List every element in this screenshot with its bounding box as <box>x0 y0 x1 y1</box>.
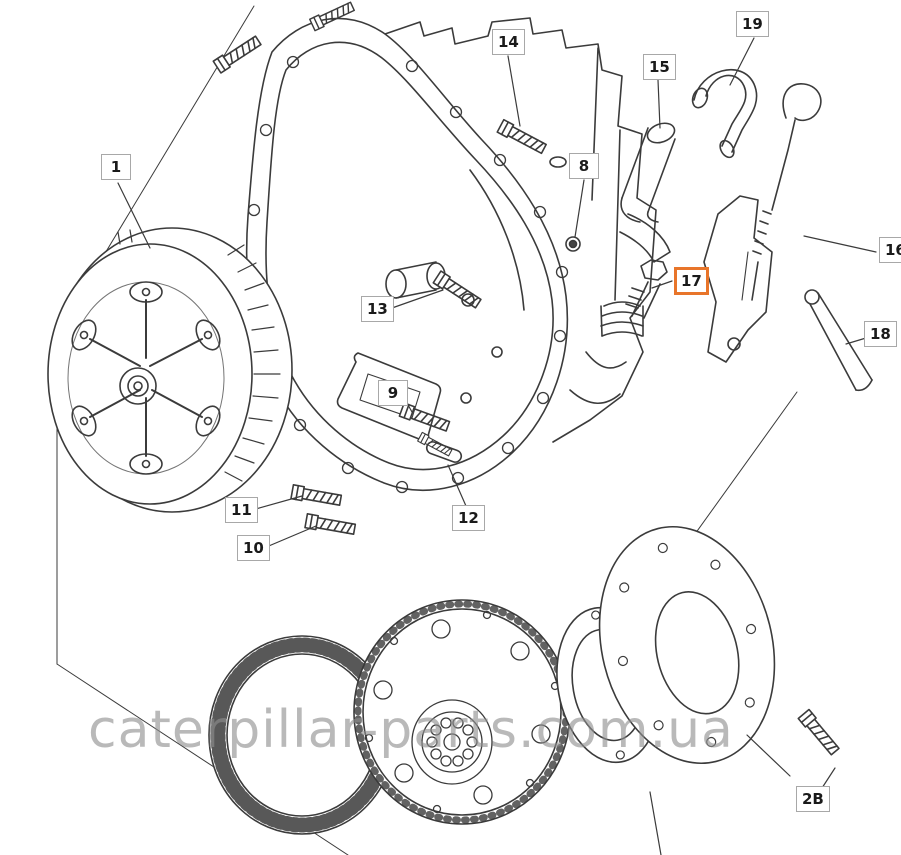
converter-lobes <box>71 281 221 475</box>
bracket-drawing <box>703 195 773 363</box>
part-label-18[interactable]: 18 <box>864 321 897 347</box>
flywheel-drawing <box>353 599 571 825</box>
transmission-case-drawing <box>384 17 657 443</box>
part-label-9[interactable]: 9 <box>378 380 408 406</box>
torque-converter-drawing <box>47 227 293 513</box>
flywheel-hub <box>411 699 493 785</box>
converter-rib-band <box>117 229 281 482</box>
hose-drawing <box>691 68 758 159</box>
part-label-10[interactable]: 10 <box>237 535 270 561</box>
part-label-19[interactable]: 19 <box>736 11 769 37</box>
part-label-1[interactable]: 1 <box>101 154 131 180</box>
part-label-17-highlighted[interactable]: 17 <box>674 267 709 295</box>
leader-lines <box>117 37 877 855</box>
rod-drawing <box>804 289 873 392</box>
dipstick-drawing <box>751 83 822 301</box>
part-label-2B[interactable]: 2B <box>796 786 830 812</box>
part-label-12[interactable]: 12 <box>452 505 485 531</box>
part-label-16[interactable]: 16 <box>879 237 901 263</box>
flywheel-holes <box>364 610 560 814</box>
part-label-8[interactable]: 8 <box>569 153 599 179</box>
part-label-14[interactable]: 14 <box>492 29 525 55</box>
backing-plate-drawing <box>598 525 776 765</box>
part-label-11[interactable]: 11 <box>225 497 258 523</box>
part-label-13[interactable]: 13 <box>361 296 394 322</box>
bell-housing-drawing <box>245 17 569 494</box>
connector-fitting-drawing <box>619 213 671 319</box>
part-label-15[interactable]: 15 <box>643 54 676 80</box>
filler-tube-drawing <box>620 122 676 223</box>
